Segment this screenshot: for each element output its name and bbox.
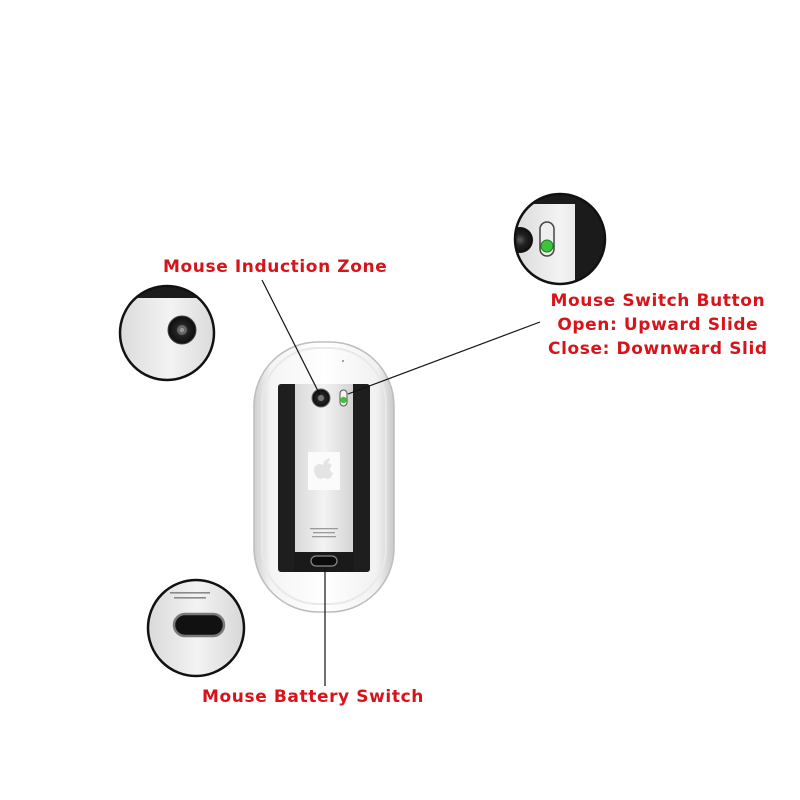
- status-led: [342, 360, 344, 362]
- label-switch-group: Mouse Switch Button Open: Upward Slide C…: [548, 289, 768, 361]
- power-indicator: [340, 396, 347, 404]
- apple-logo-icon: [314, 458, 333, 479]
- leader-line-switch: [347, 321, 541, 395]
- label-switch-open: Open: Upward Slide: [557, 315, 759, 335]
- zoom-circle-sensor: [118, 284, 216, 382]
- label-induction-zone: Mouse Induction Zone: [163, 257, 388, 277]
- battery-door-icon: [310, 555, 338, 567]
- zoom-circle-switch: [513, 192, 607, 286]
- label-switch-title: Mouse Switch Button: [550, 291, 766, 311]
- regulatory-text: [310, 528, 338, 538]
- mouse-inner-shell: [261, 347, 387, 605]
- sensor-lens: [318, 395, 324, 401]
- leader-line-induction: [261, 279, 321, 396]
- label-switch-close: Close: Downward Slid: [548, 339, 768, 359]
- mouse-body: [253, 341, 395, 613]
- label-battery-switch: Mouse Battery Switch: [202, 687, 424, 707]
- zoom-circle-battery: [146, 578, 246, 678]
